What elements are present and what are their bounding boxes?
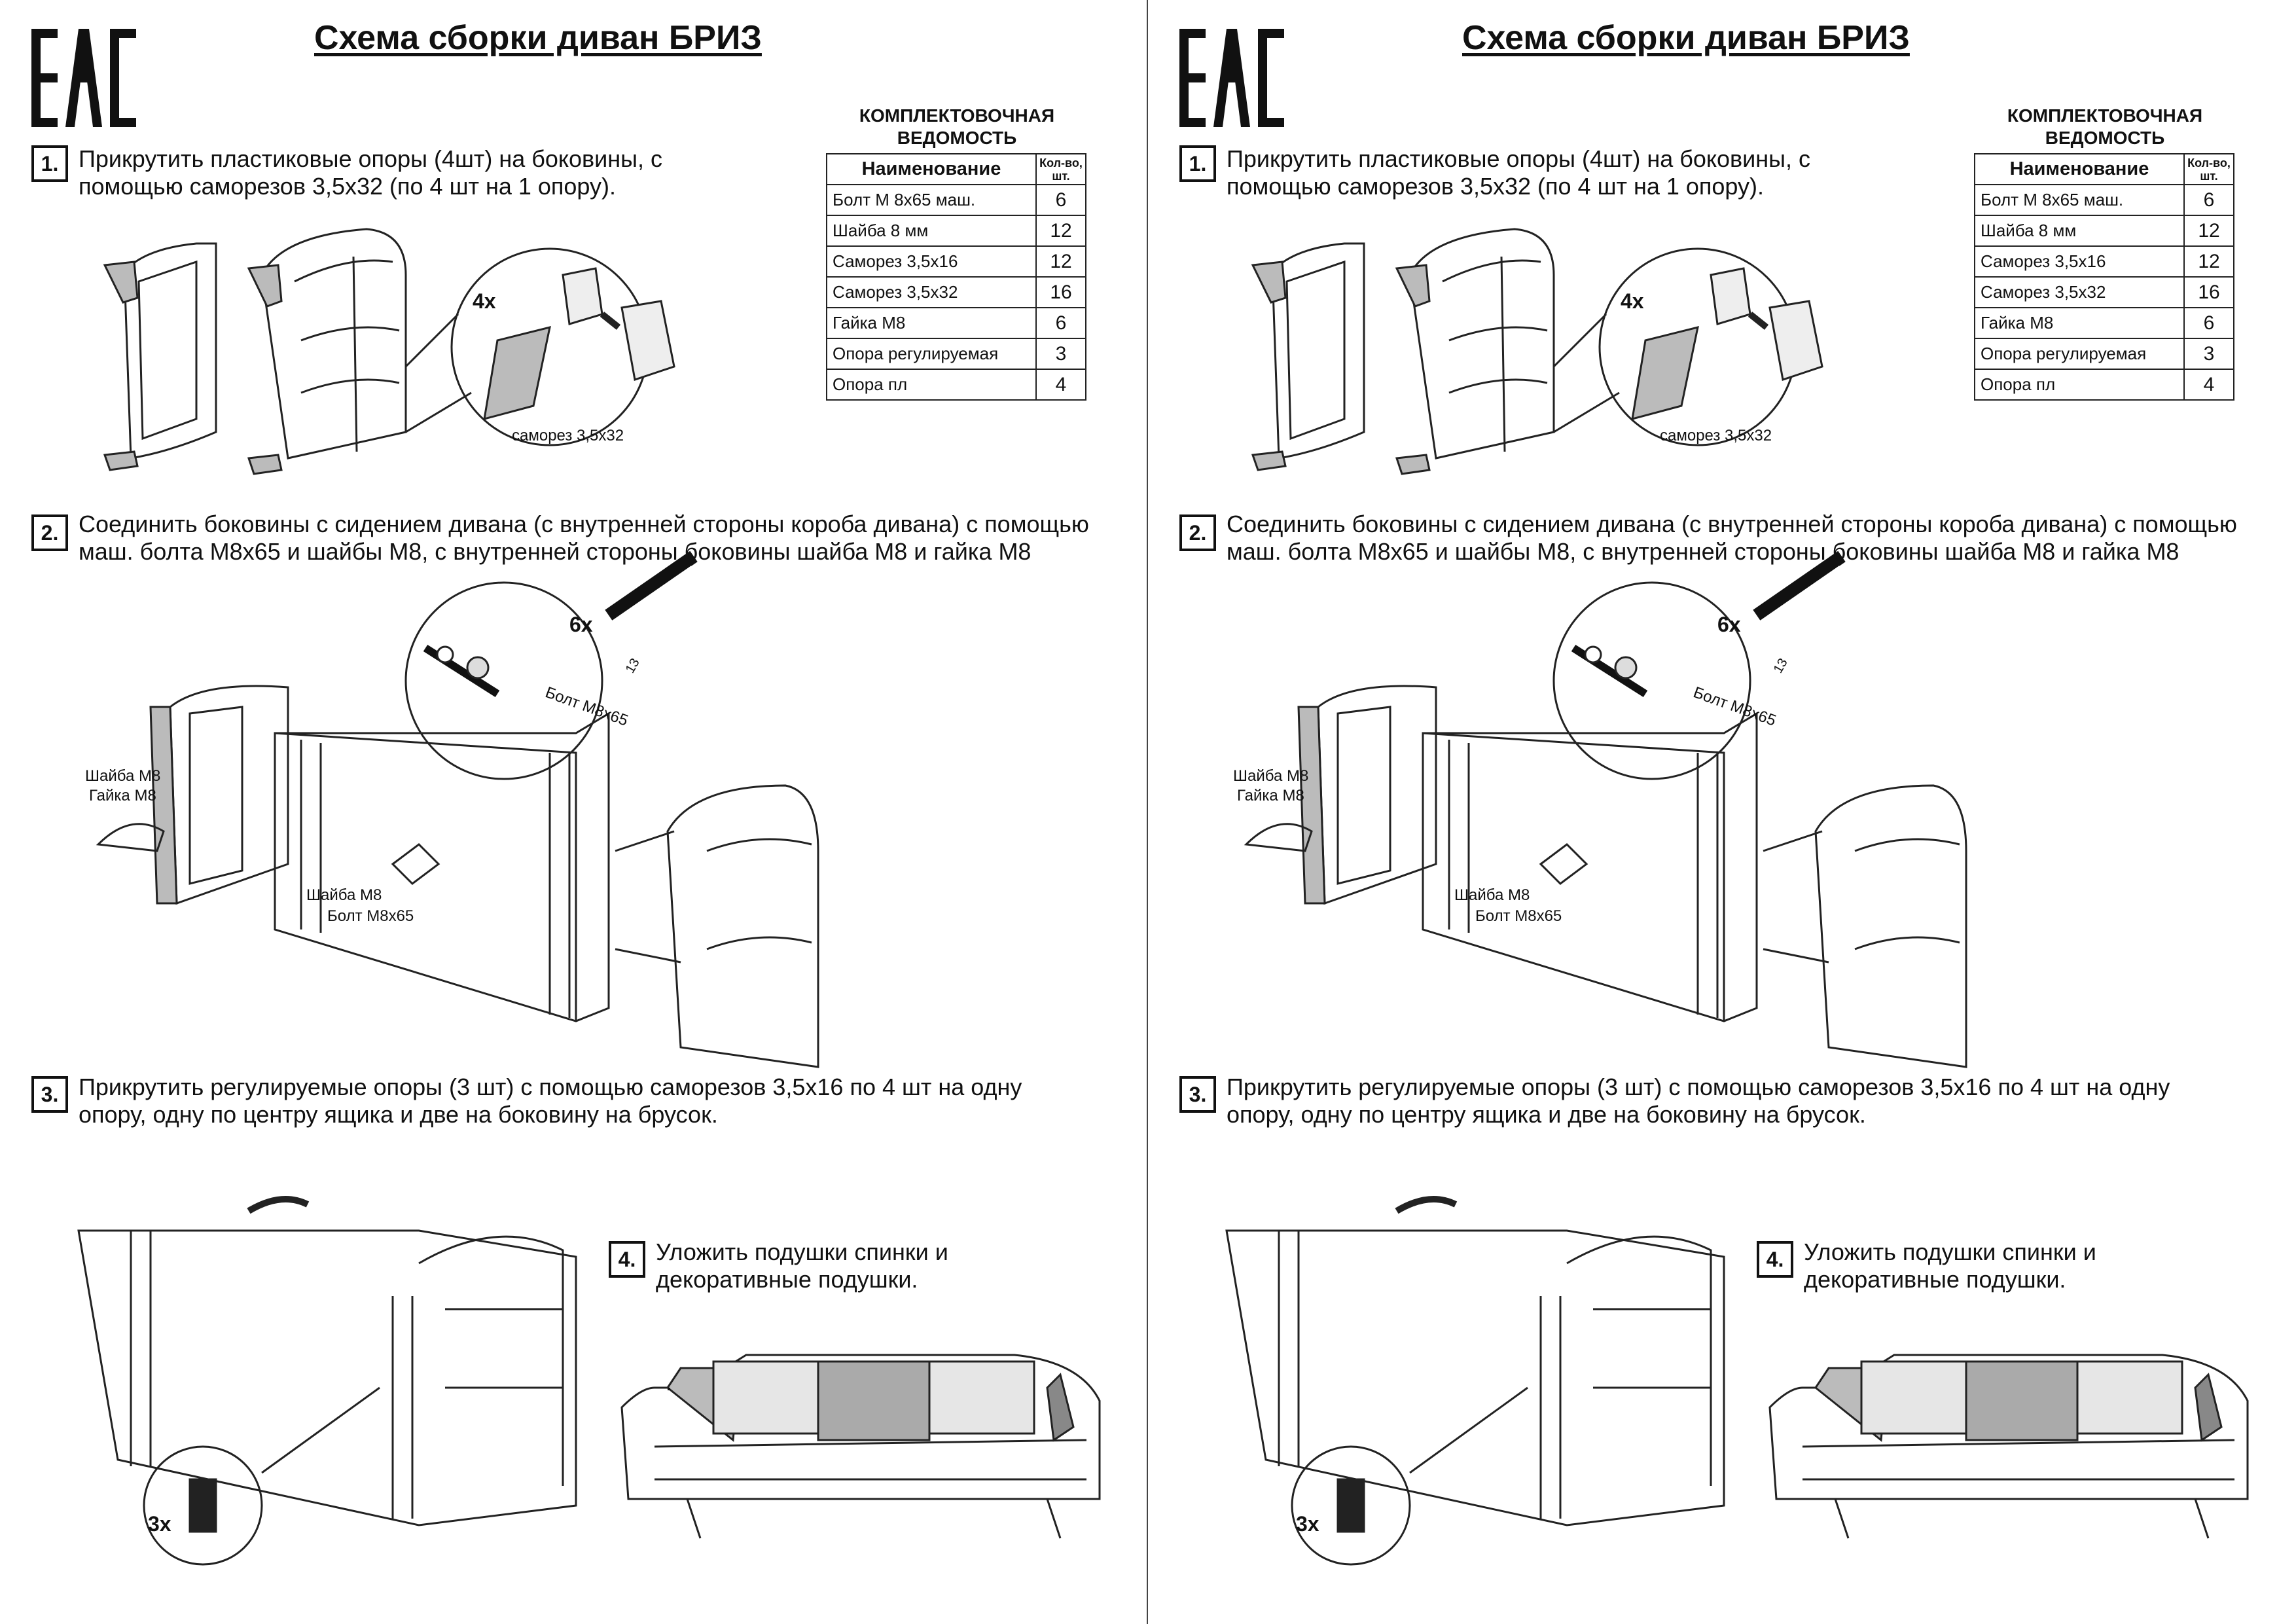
eac-mark-logo: [31, 29, 136, 127]
col-header-name: Наименование: [1974, 153, 2185, 185]
step-1-text: Прикрутить пластиковые опоры (4шт) на бо…: [79, 145, 663, 200]
zoom-circle-bolt: [1554, 583, 1750, 779]
table-header-row: Наименование Кол-во,шт.: [1974, 153, 2234, 185]
label-washer-box: Шайба М8: [306, 886, 382, 904]
step-3-text: Прикрутить регулируемые опоры (3 шт) с п…: [1227, 1074, 2170, 1128]
table-header-row: Наименование Кол-во,шт.: [826, 153, 1086, 185]
label-nut-side: Гайка М8: [1237, 787, 1304, 804]
zoom-circle-legs: [1600, 249, 1796, 445]
label-6x: 6x: [569, 613, 593, 636]
spec-table-title: КОМПЛЕКТОВОЧНАЯ ВЕДОМОСТЬ: [859, 105, 1055, 148]
instruction-page-right: Схема сборки диван БРИЗ 1. Прикрутить пл…: [1148, 0, 2296, 1624]
plastic-legs: [1253, 262, 1429, 474]
spec-table: Наименование Кол-во,шт. Болт М 8х65 маш.…: [826, 153, 1086, 401]
side-panel-illustration-1: [124, 229, 406, 458]
step-3-number: 3.: [31, 1076, 68, 1113]
step-1-number: 1.: [31, 145, 68, 182]
step-2-number: 2.: [1179, 514, 1216, 551]
hand-illustration: [1246, 824, 1312, 851]
sofa-box-illustration: [1423, 713, 1757, 1021]
label-screw-32: саморез 3,5х32: [1660, 427, 1772, 444]
sofa-box-illustration: [275, 713, 609, 1021]
label-3x: 3x: [1296, 1512, 1319, 1536]
assembly-illustrations: [0, 0, 1148, 1624]
step-4-number: 4.: [1757, 1241, 1793, 1278]
label-screw-32: саморез 3,5х32: [512, 427, 624, 444]
label-washer-side: Шайба М8: [85, 767, 161, 785]
label-6x: 6x: [1717, 613, 1741, 636]
hand-illustration: [98, 824, 164, 851]
step-3-number: 3.: [1179, 1076, 1216, 1113]
label-washer-box: Шайба М8: [1454, 886, 1530, 904]
table-row: Болт М 8х65 маш.6: [1974, 184, 2234, 216]
right-side-panel-step2: [615, 785, 818, 1067]
label-washer-side: Шайба М8: [1233, 767, 1309, 785]
step-4-text: Уложить подушки спинки и декоративные по…: [1804, 1238, 2096, 1293]
flipped-sofa-illustration: [1227, 1199, 1724, 1525]
col-header-qty: Кол-во,шт.: [1035, 153, 1086, 185]
page-title: Схема сборки диван БРИЗ: [314, 19, 762, 57]
eac-mark-logo: [1179, 29, 1284, 127]
step-3-text: Прикрутить регулируемые опоры (3 шт) с п…: [79, 1074, 1022, 1128]
step-1-text: Прикрутить пластиковые опоры (4шт) на бо…: [1227, 145, 1811, 200]
spec-table: Наименование Кол-во,шт. Болт М 8х65 маш.…: [1974, 153, 2234, 401]
assembly-illustrations: [1148, 0, 2296, 1624]
page-title: Схема сборки диван БРИЗ: [1462, 19, 1910, 57]
label-bolt-box: Болт М8х65: [1475, 907, 1562, 925]
flipped-sofa-illustration: [79, 1199, 576, 1525]
left-side-panel-step2: [1299, 686, 1436, 903]
right-side-panel-step2: [1763, 785, 1966, 1067]
step-4-text: Уложить подушки спинки и декоративные по…: [656, 1238, 948, 1293]
plastic-legs: [105, 262, 281, 474]
zoom-circle-bolt: [406, 583, 602, 779]
col-header-name: Наименование: [826, 153, 1037, 185]
side-panel-illustration-1: [1272, 229, 1554, 458]
zoom-circle-legs: [452, 249, 648, 445]
step-2-text: Соединить боковины с сидением дивана (с …: [1227, 511, 2237, 565]
step-1-number: 1.: [1179, 145, 1216, 182]
label-nut-side: Гайка М8: [89, 787, 156, 804]
step-2-number: 2.: [31, 514, 68, 551]
left-side-panel-step2: [151, 686, 288, 903]
table-row: Болт М 8х65 маш.6: [826, 184, 1086, 216]
zoom-circle-adjustable-leg: [144, 1447, 262, 1564]
instruction-page-left: Схема сборки диван БРИЗ 1. Прикрутить пл…: [0, 0, 1148, 1624]
page-divider: [1147, 0, 1148, 1624]
label-4x: 4x: [1621, 289, 1644, 313]
label-bolt-box: Болт М8х65: [327, 907, 414, 925]
spec-table-title: КОМПЛЕКТОВОЧНАЯ ВЕДОМОСТЬ: [2007, 105, 2203, 148]
label-4x: 4x: [473, 289, 496, 313]
assembled-sofa-illustration: [622, 1355, 1100, 1538]
assembled-sofa-illustration: [1770, 1355, 2248, 1538]
zoom-circle-adjustable-leg: [1292, 1447, 1410, 1564]
label-3x: 3x: [148, 1512, 171, 1536]
step-4-number: 4.: [609, 1241, 645, 1278]
col-header-qty: Кол-во,шт.: [2183, 153, 2234, 185]
step-2-text: Соединить боковины с сидением дивана (с …: [79, 511, 1089, 565]
